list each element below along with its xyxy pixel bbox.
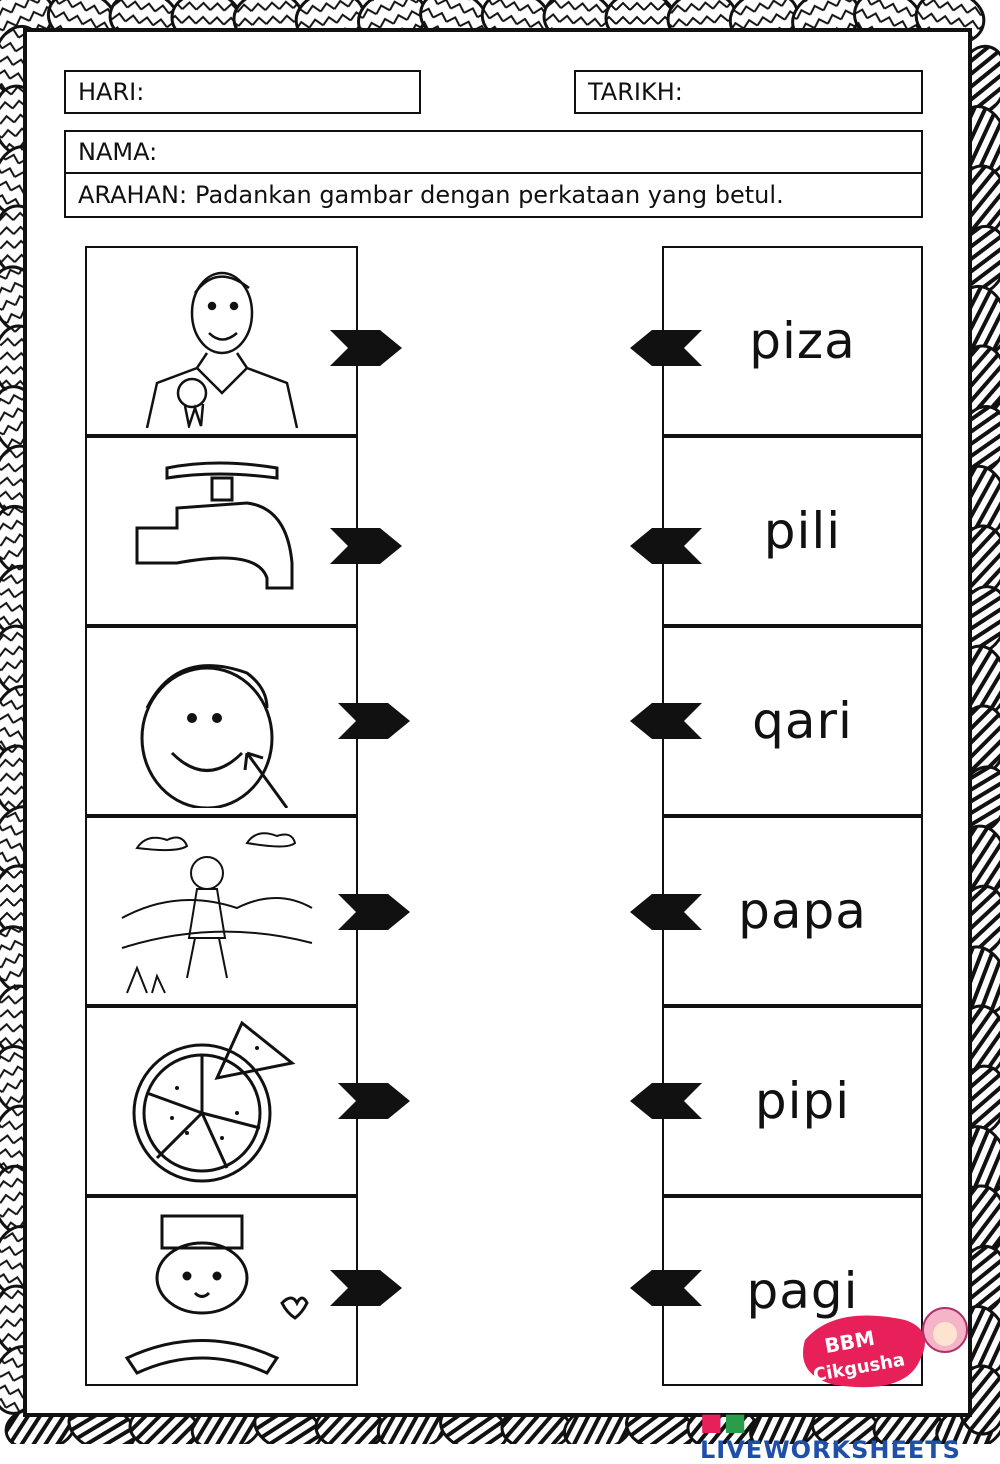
word-label: pagi xyxy=(746,1262,859,1320)
word-label: piza xyxy=(749,312,856,370)
word-label: pili xyxy=(763,502,842,560)
arahan-instruction: ARAHAN: Padankan gambar dengan perkataan… xyxy=(64,174,923,218)
picture-cell-1 xyxy=(85,246,358,436)
match-anchor-right-3[interactable] xyxy=(627,703,702,739)
word-label: pipi xyxy=(754,1072,851,1130)
hari-field[interactable]: HARI: xyxy=(64,70,421,114)
word-label: papa xyxy=(738,882,867,940)
tap-icon xyxy=(135,461,294,590)
nama-label: NAMA: xyxy=(78,138,158,166)
cheek-face-icon xyxy=(140,664,289,808)
tarikh-field[interactable]: TARIKH: xyxy=(574,70,923,114)
arahan-label: ARAHAN: xyxy=(78,181,188,209)
match-anchor-left-3[interactable] xyxy=(338,703,413,739)
word-cell-5: pipi xyxy=(662,1006,923,1196)
liveworksheets-watermark[interactable]: ■■ LIVEWORKSHEETS xyxy=(700,1408,961,1464)
match-anchor-left-4[interactable] xyxy=(338,894,413,930)
match-anchor-left-6[interactable] xyxy=(330,1270,405,1306)
word-cell-4: papa xyxy=(662,816,923,1006)
match-anchor-right-5[interactable] xyxy=(627,1083,702,1119)
match-anchor-left-1[interactable] xyxy=(330,330,405,366)
quran-reader-icon xyxy=(124,1214,309,1375)
picture-cell-6 xyxy=(85,1196,358,1386)
pizza-icon xyxy=(132,1020,296,1183)
picture-cell-3 xyxy=(85,626,358,816)
tarikh-label: TARIKH: xyxy=(588,78,683,106)
word-cell-1: piza xyxy=(662,246,923,436)
word-cell-3: qari xyxy=(662,626,923,816)
picture-cell-4 xyxy=(85,816,358,1006)
picture-cell-2 xyxy=(85,436,358,626)
nama-field[interactable]: NAMA: xyxy=(64,130,923,174)
arahan-text: Padankan gambar dengan perkataan yang be… xyxy=(195,181,784,209)
bbm-cikgusha-logo: BBM Cikgusha xyxy=(803,1307,968,1388)
match-anchor-right-2[interactable] xyxy=(627,528,702,564)
morning-boy-icon xyxy=(121,832,313,994)
match-anchor-right-4[interactable] xyxy=(627,894,702,930)
dad-icon xyxy=(145,271,299,428)
match-anchor-right-6[interactable] xyxy=(627,1270,702,1306)
match-anchor-left-2[interactable] xyxy=(330,528,405,564)
picture-cell-5 xyxy=(85,1006,358,1196)
match-anchor-right-1[interactable] xyxy=(627,330,702,366)
hari-label: HARI: xyxy=(78,78,145,106)
word-label: qari xyxy=(752,692,853,750)
match-anchor-left-5[interactable] xyxy=(338,1083,413,1119)
